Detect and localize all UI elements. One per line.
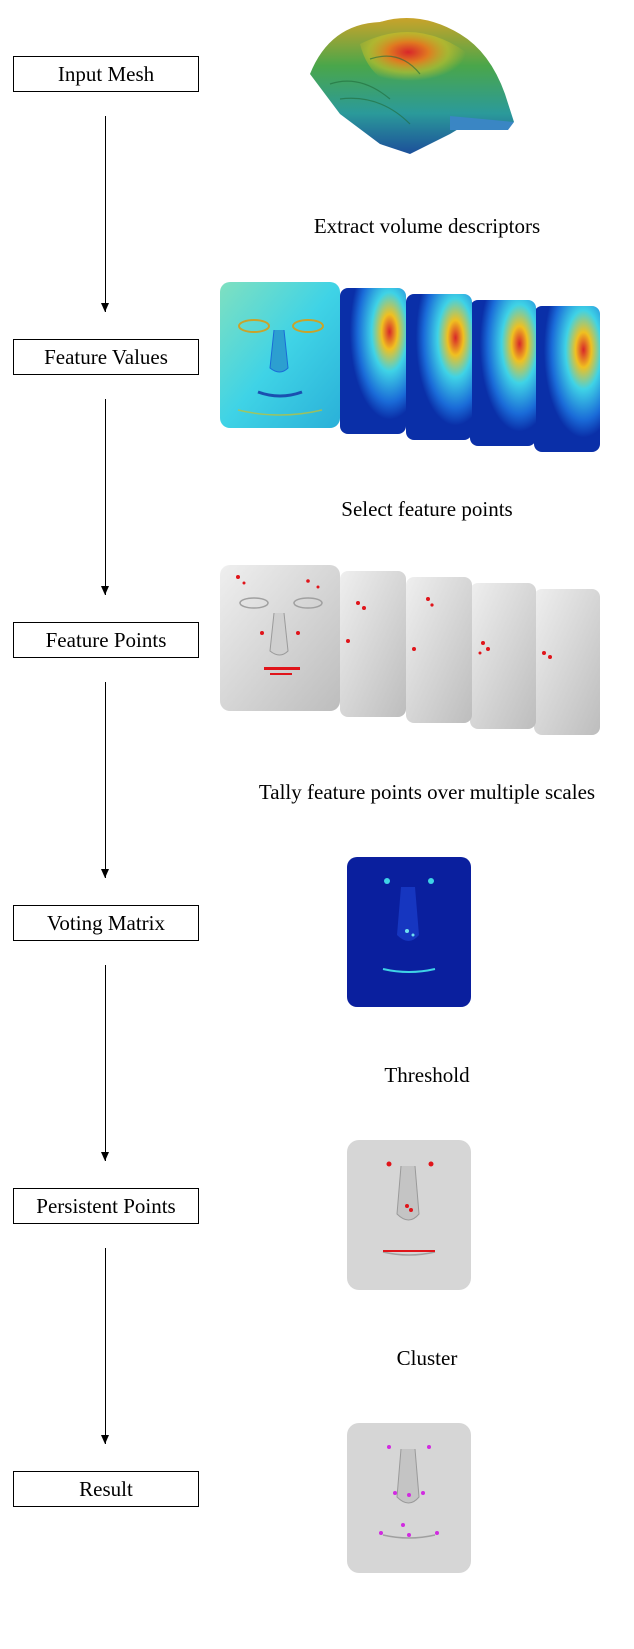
stage-label: Persistent Points: [36, 1193, 176, 1218]
step-extract: Extract volume descriptors: [313, 214, 541, 238]
step-select: Select feature points: [341, 497, 513, 521]
stage-label: Feature Values: [44, 344, 168, 369]
voting-matrix-image: [347, 857, 471, 1007]
input-mesh-image: [300, 4, 522, 164]
step-cluster: Cluster: [396, 1346, 458, 1370]
stage-input-mesh: Input Mesh: [13, 56, 199, 92]
stage-label: Result: [79, 1476, 133, 1501]
feature-values-image: [218, 280, 602, 456]
stage-result: Result: [13, 1471, 199, 1507]
flow-arrow: [100, 682, 112, 878]
stage-feature-points: Feature Points: [13, 622, 199, 658]
result-image: [347, 1423, 471, 1573]
step-tally: Tally feature points over multiple scale…: [258, 780, 596, 804]
step-threshold: Threshold: [384, 1063, 470, 1087]
flow-arrow: [100, 399, 112, 595]
flow-arrow: [100, 965, 112, 1161]
stage-persistent-points: Persistent Points: [13, 1188, 199, 1224]
flow-arrow: [100, 1248, 112, 1444]
stage-feature-values: Feature Values: [13, 339, 199, 375]
stage-label: Voting Matrix: [46, 910, 166, 935]
feature-points-image: [218, 563, 602, 739]
stage-voting-matrix: Voting Matrix: [13, 905, 199, 941]
flow-arrow: [100, 116, 112, 312]
stage-label: Input Mesh: [57, 61, 155, 86]
stage-label: Feature Points: [45, 627, 167, 652]
persistent-points-image: [347, 1140, 471, 1290]
